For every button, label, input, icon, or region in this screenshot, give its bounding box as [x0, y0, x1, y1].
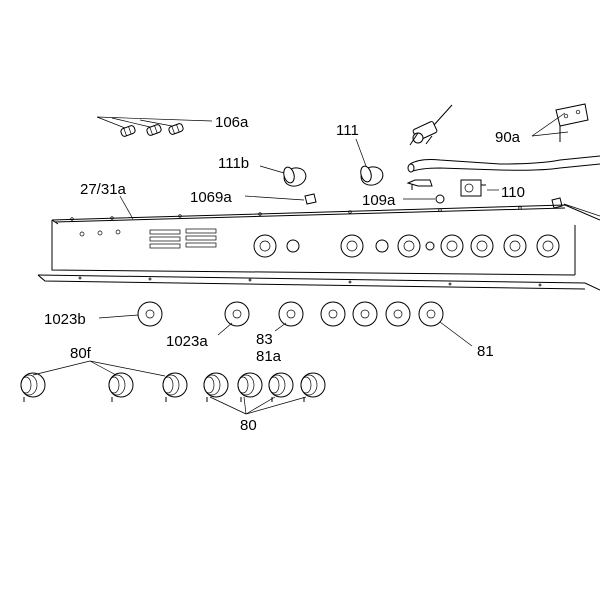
bezel-1023b	[137, 301, 163, 327]
leader-111	[355, 138, 367, 167]
trim-strip	[37, 274, 600, 291]
clip-part-right	[551, 197, 600, 217]
label-80: 80	[240, 417, 257, 434]
bracket-part-90a	[555, 103, 589, 142]
knob-80-1	[203, 372, 229, 402]
leader-83	[274, 322, 287, 332]
label-1023b: 1023b	[44, 311, 86, 328]
label-111: 111	[336, 122, 359, 139]
lamp-part-111b	[283, 166, 307, 187]
panel-vents	[149, 228, 217, 249]
clip-part-1069a	[304, 193, 317, 205]
grommet-part-109a	[435, 194, 445, 204]
label-109a: 109a	[362, 192, 396, 209]
leader-80f	[32, 360, 166, 377]
bezel-1023a	[224, 301, 250, 327]
panel-knob-holes	[253, 234, 560, 258]
label-111b: 111b	[218, 155, 249, 172]
knob-80-2	[237, 372, 263, 402]
control-panel-27-31a	[51, 204, 600, 276]
bulb-parts-106a	[120, 123, 184, 137]
leader-81	[439, 321, 473, 347]
panel-rivets	[70, 206, 522, 221]
label-106a: 106a	[215, 114, 249, 131]
leader-80	[209, 396, 307, 415]
leader-27-31a	[119, 195, 134, 220]
leader-1023b	[98, 314, 139, 319]
label-1023a: 1023a	[166, 333, 208, 350]
leader-1023a	[217, 322, 233, 336]
knob-bezels	[137, 301, 444, 327]
leader-1069a	[244, 195, 305, 201]
lamp-part-111	[360, 165, 384, 186]
knob-80-3	[268, 372, 294, 402]
switch-part-110	[460, 179, 486, 197]
bezel-81-4	[418, 301, 444, 327]
label-80f: 80f	[70, 345, 92, 362]
gas-pipe	[406, 155, 600, 190]
label-83: 83	[256, 331, 273, 348]
knob-80f-1	[20, 372, 46, 402]
knob-80f-3	[162, 372, 188, 402]
leader-111b	[259, 165, 285, 174]
knobs-80	[203, 372, 326, 402]
knob-80f-2	[108, 372, 134, 402]
label-27-31a: 27/31a	[80, 181, 127, 198]
knob-80-4	[300, 372, 326, 402]
valve-assembly	[409, 104, 453, 146]
bezel-83	[278, 301, 304, 327]
leader-90a	[531, 112, 569, 137]
bezel-81-1	[320, 301, 346, 327]
bezel-81-2	[352, 301, 378, 327]
bezel-81-3	[385, 301, 411, 327]
label-110: 110	[501, 184, 525, 201]
label-81: 81	[477, 343, 494, 360]
label-90a: 90a	[495, 129, 521, 146]
leader-106a	[96, 116, 213, 129]
knobs-80f	[20, 372, 188, 402]
label-81a: 81a	[256, 348, 282, 365]
label-1069a: 1069a	[190, 189, 232, 206]
